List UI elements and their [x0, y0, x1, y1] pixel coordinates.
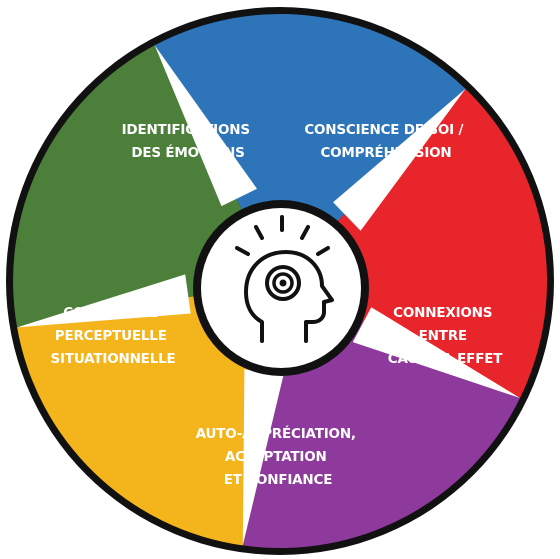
label-line: IDENTIFICATIONS [122, 122, 250, 138]
label-line: SITUATIONNELLE [50, 351, 175, 367]
label-line: DES ÉMOTIONS [131, 144, 244, 161]
label-line: CONNEXIONS [393, 305, 492, 321]
label-line: COMPRÉHENSION [320, 144, 451, 161]
target-inner-ring [272, 272, 294, 294]
head-with-lightbulb-idea-icon [235, 215, 334, 343]
label-line: ENTRE [419, 328, 467, 344]
target-center-dot [279, 279, 287, 287]
segment-separator [17, 274, 191, 328]
ray-right [300, 225, 310, 240]
center-hub [193, 200, 369, 376]
segment-separator [154, 45, 257, 207]
label-line: CONSCIENCE DE SOI / [304, 122, 463, 138]
segment-label-conscience-de-soi: CONSCIENCE DE SOI / COMPRÉHENSION [304, 122, 467, 161]
segment-separator [333, 88, 466, 231]
label-line: ACCEPTATION [225, 449, 327, 465]
label-line: CAUSE & EFFET [388, 351, 504, 367]
label-line: AUTO-APPRÉCIATION, [196, 425, 356, 442]
label-line: PERCEPTUELLE [55, 328, 167, 344]
ray-left [254, 225, 264, 240]
label-line: CONSCIENCE [63, 305, 158, 321]
segment-label-connexions: CONNEXIONS ENTRE CAUSE & EFFET [388, 305, 504, 367]
segment-separator [242, 369, 284, 546]
target-outer-ring [265, 265, 301, 301]
segment-label-auto-appreciation: AUTO-APPRÉCIATION, ACCEPTATION ET CONFIA… [196, 425, 361, 488]
ray-far-left [235, 246, 250, 256]
head-outline [244, 250, 334, 343]
segment-label-identifications: IDENTIFICATIONS DES ÉMOTIONS [122, 122, 255, 161]
label-line: ET CONFIANCE [224, 472, 333, 488]
separators-layer [17, 45, 520, 546]
segment-label-conscience-perceptuelle: CONSCIENCE PERCEPTUELLE SITUATIONNELLE [50, 305, 175, 367]
segment-separator [352, 307, 520, 398]
segment-auto-appreciation [17, 281, 280, 546]
hub-fill [201, 208, 361, 368]
segment-identifications [154, 14, 466, 281]
ray-far-right [316, 246, 330, 256]
labels-layer: IDENTIFICATIONS DES ÉMOTIONS CONSCIENCE … [50, 122, 503, 488]
segment-conscience-de-soi [280, 88, 548, 399]
